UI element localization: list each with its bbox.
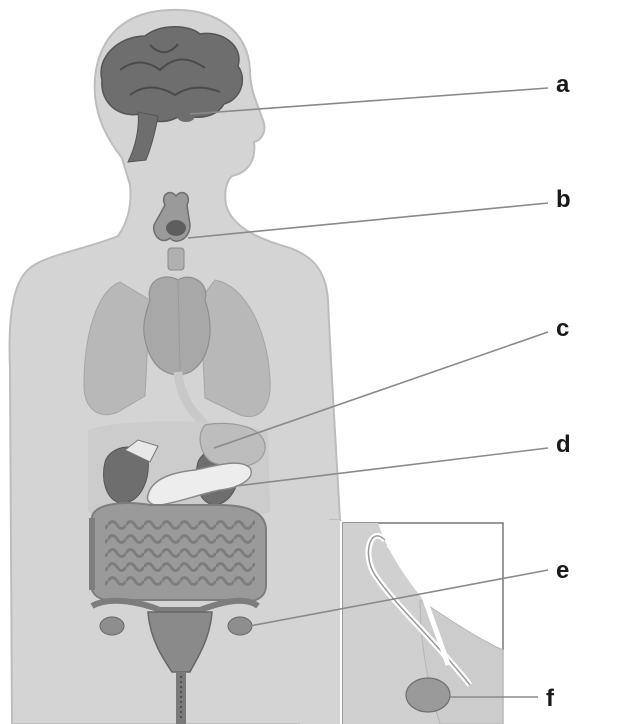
label-b: b xyxy=(556,186,571,213)
label-e: e xyxy=(556,557,569,584)
right-ovary xyxy=(228,617,252,635)
intestines xyxy=(90,503,266,601)
heart xyxy=(144,277,210,375)
left-ovary xyxy=(100,617,124,635)
labels: a b c d e f xyxy=(546,71,571,712)
male-inset xyxy=(343,523,503,724)
testis xyxy=(406,678,450,712)
label-a: a xyxy=(556,71,570,98)
label-f: f xyxy=(546,685,555,712)
leader-line-b xyxy=(188,203,548,238)
label-d: d xyxy=(556,431,571,458)
label-c: c xyxy=(556,315,569,342)
